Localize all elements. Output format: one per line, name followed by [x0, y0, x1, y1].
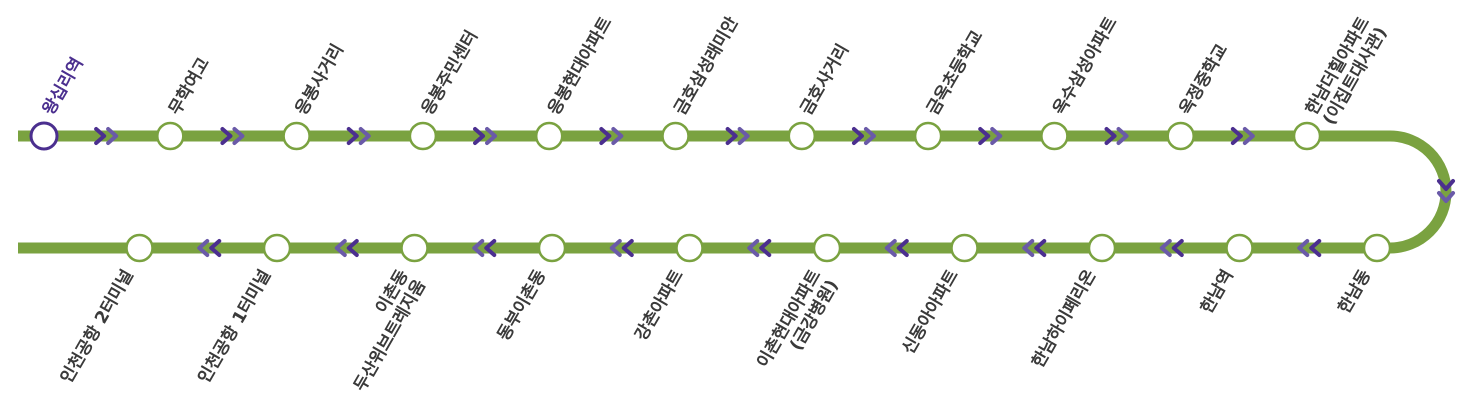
direction-arrow: [334, 239, 359, 257]
direction-arrow: [1104, 127, 1129, 145]
station-labels: 왕십리역 무학여고 응봉사거리 응봉주민센터 응봉현대아파트 금호삼성래미안 금호사거리 금옥…: [39, 13, 1391, 395]
station-label: 옥수삼성아파트: [1049, 13, 1121, 118]
station-label: 무학여고: [165, 54, 214, 118]
station-label: 응봉주민센터: [418, 27, 482, 118]
station-marker[interactable]: [1225, 233, 1254, 263]
direction-arrow: [346, 127, 371, 145]
station-label: 동부이촌동: [494, 266, 551, 344]
direction-arrow: [747, 239, 772, 257]
current-station-marker[interactable]: [29, 121, 59, 151]
station-marker[interactable]: [1040, 121, 1069, 151]
direction-arrow: [473, 127, 498, 145]
direction-arrow: [472, 239, 497, 257]
station-marker[interactable]: [408, 121, 438, 151]
station-label: 이촌동두산위브트레지움: [333, 266, 430, 395]
direction-arrow: [978, 127, 1003, 145]
station-marker[interactable]: [125, 233, 154, 263]
station-label: 한남더힐아파트(이집트대사관): [1301, 13, 1391, 129]
station-label: 인천공항 1터미널: [194, 266, 276, 387]
station-marker[interactable]: [950, 233, 979, 263]
direction-arrows: [94, 127, 1455, 257]
direction-arrow: [220, 127, 245, 145]
station-marker[interactable]: [1292, 121, 1322, 151]
direction-arrow: [884, 239, 909, 257]
stations: [29, 121, 1392, 263]
station-marker[interactable]: [1166, 121, 1195, 151]
station-label: 한남역: [1197, 267, 1238, 318]
station-marker[interactable]: [812, 233, 842, 263]
station-label: 한남하이페리온: [1028, 266, 1100, 371]
direction-arrow: [599, 127, 624, 145]
station-marker[interactable]: [1362, 233, 1392, 263]
station-label: 인천공항 2터미널: [56, 266, 138, 387]
station-label: 응봉현대아파트: [544, 13, 616, 118]
station-label: 왕십리역: [39, 54, 88, 118]
direction-arrow: [94, 127, 119, 145]
station-label: 금옥초등학교: [923, 27, 987, 119]
station-marker[interactable]: [262, 233, 292, 263]
route-line: [18, 130, 1452, 254]
direction-arrow: [1159, 239, 1184, 257]
station-marker[interactable]: [787, 121, 817, 151]
station-label: 응봉사거리: [292, 41, 348, 119]
direction-arrow: [1022, 239, 1047, 257]
direction-arrow: [609, 239, 634, 257]
station-marker[interactable]: [913, 121, 943, 151]
direction-arrow-turn: [1437, 179, 1455, 203]
direction-arrow: [1230, 127, 1255, 145]
station-label: 금호사거리: [797, 41, 853, 119]
station-label: 신동아아파트: [899, 266, 963, 358]
station-label: 한남동: [1335, 266, 1376, 317]
direction-arrow: [1297, 239, 1322, 257]
station-marker[interactable]: [537, 233, 567, 263]
station-label: 금호삼성래미안: [671, 13, 743, 118]
direction-arrow: [197, 239, 222, 257]
direction-arrow: [851, 127, 876, 145]
station-marker[interactable]: [400, 233, 429, 263]
station-marker[interactable]: [282, 121, 311, 151]
station-marker[interactable]: [156, 121, 185, 151]
station-label: 옥정중학교: [1176, 40, 1233, 118]
station-label: 이촌현대아파트(금강병원): [753, 266, 843, 381]
station-marker[interactable]: [675, 233, 704, 263]
station-marker[interactable]: [534, 121, 564, 151]
direction-arrow: [725, 127, 750, 145]
station-marker[interactable]: [1087, 233, 1117, 263]
station-marker[interactable]: [661, 121, 690, 151]
station-label: 강촌아파트: [631, 266, 688, 344]
